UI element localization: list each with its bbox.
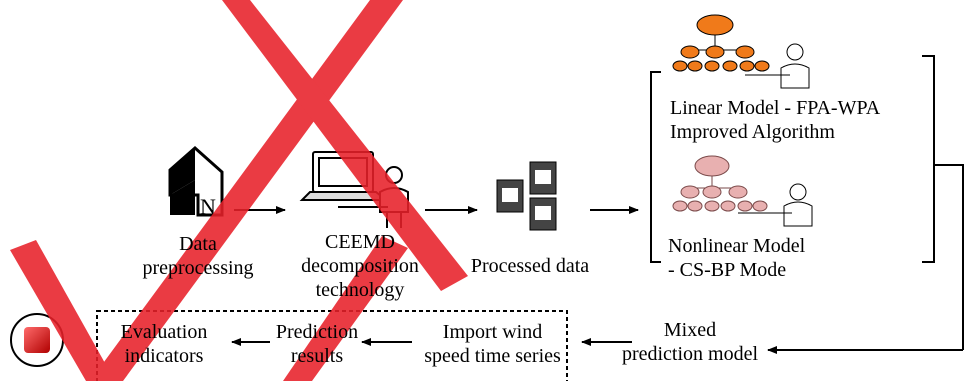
label-prediction-results: Prediction results	[275, 321, 359, 367]
label-ceemd: CEEMD decomposition technology	[301, 231, 419, 301]
label-mixed-model: Mixed prediction model	[621, 319, 759, 365]
north-arrow-icon: N	[168, 145, 224, 219]
spreadsheet-files-icon	[496, 161, 557, 231]
left-bracket	[650, 71, 661, 263]
north-letter: N	[200, 194, 216, 219]
label-evaluation-indicators: Evaluation indicators	[120, 321, 208, 367]
label-processed-data: Processed data	[470, 255, 590, 277]
label-nonlinear-model: Nonlinear Model - CS-BP Mode	[668, 235, 806, 281]
right-bracket	[922, 55, 935, 263]
watermark	[10, 0, 468, 381]
label-linear-model: Linear Model - FPA-WPA Improved Algorith…	[670, 97, 881, 143]
label-data-preprocessing: Data preprocessing	[142, 233, 254, 279]
label-import-wind: Import wind speed time series	[424, 321, 561, 367]
pink-org-chart-icon	[672, 155, 813, 227]
orange-org-chart-icon	[672, 14, 810, 89]
